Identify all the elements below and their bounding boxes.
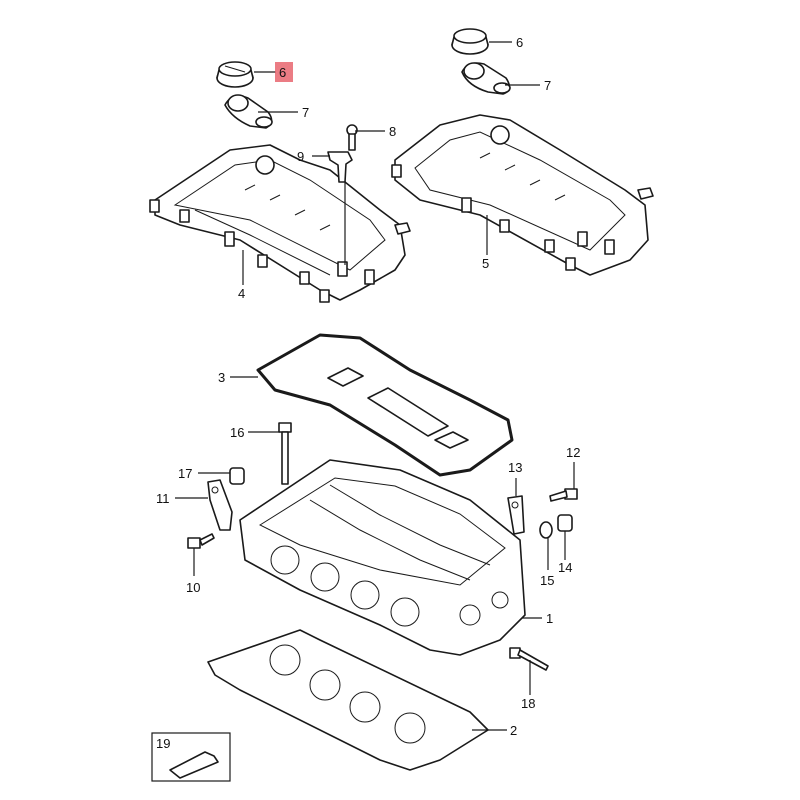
cylinder-head[interactable] [239,459,526,656]
sensor-bolt[interactable] [346,124,358,151]
callout-18[interactable]: 18 [521,696,535,711]
callout-7-right[interactable]: 7 [544,78,551,93]
callout-10[interactable]: 10 [186,580,200,595]
valve-cover-left[interactable] [149,144,411,303]
callout-labels: 1 2 3 4 5 6 6 7 7 8 9 10 11 12 13 14 15 … [156,35,580,751]
callout-9[interactable]: 9 [297,149,304,164]
oil-filler-cap-left[interactable] [216,61,254,88]
callout-15[interactable]: 15 [540,573,554,588]
lifting-eye-left[interactable] [207,479,233,531]
callout-5[interactable]: 5 [482,256,489,271]
bolt-18[interactable] [509,647,549,671]
bolt-12[interactable] [549,488,578,502]
valve-cover-right[interactable] [391,114,654,276]
callout-16[interactable]: 16 [230,425,244,440]
valve-cover-gasket[interactable] [256,333,514,477]
callout-12[interactable]: 12 [566,445,580,460]
callout-1[interactable]: 1 [546,611,553,626]
leader-lines [175,41,575,731]
plug-14[interactable] [557,514,573,532]
callout-8[interactable]: 8 [389,124,396,139]
callout-17[interactable]: 17 [178,466,192,481]
guide-sleeve[interactable] [229,467,245,485]
callout-19[interactable]: 19 [156,736,170,751]
oil-filler-cap-right[interactable] [451,28,489,55]
filler-neck-left[interactable] [224,94,273,129]
callout-3[interactable]: 3 [218,370,225,385]
head-bolt[interactable] [278,422,292,485]
callout-14[interactable]: 14 [558,560,572,575]
callout-2[interactable]: 2 [510,723,517,738]
callout-6-highlighted[interactable]: 6 [279,65,286,80]
callout-7-left[interactable]: 7 [302,105,309,120]
bolt-10[interactable] [187,533,215,549]
filler-neck-right[interactable] [461,62,511,95]
callout-13[interactable]: 13 [508,460,522,475]
seal-ring-15[interactable] [539,521,553,539]
callout-6[interactable]: 6 [516,35,523,50]
highlight-box [275,62,293,82]
callout-4[interactable]: 4 [238,286,245,301]
callout-11[interactable]: 11 [156,491,170,506]
sealant-tube[interactable] [169,751,219,779]
head-gasket[interactable] [207,629,489,771]
lifting-eye-right[interactable] [507,495,525,535]
